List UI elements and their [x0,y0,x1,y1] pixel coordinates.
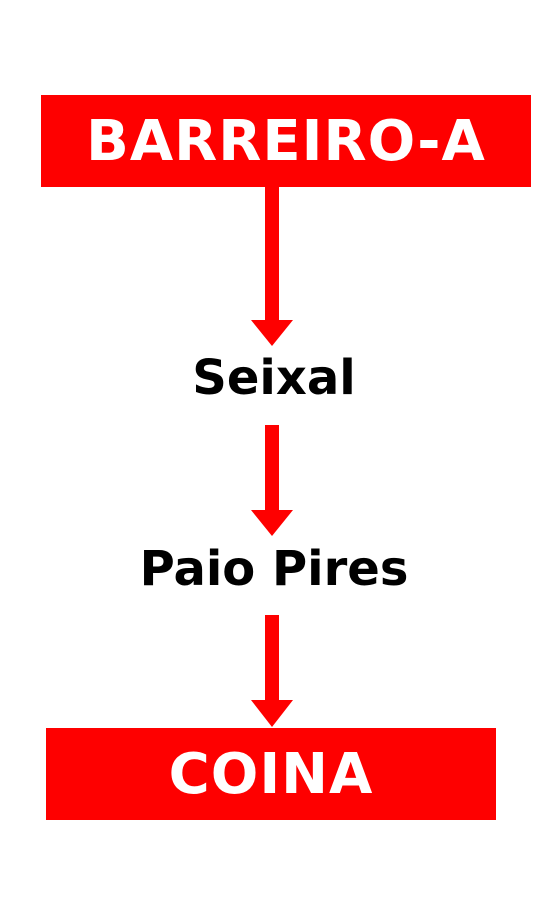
arrow-head [251,700,293,727]
arrow-shaft [265,187,279,322]
start-station-box: BARREIRO-A [41,95,531,187]
end-station-label: COINA [168,741,374,807]
end-station-box: COINA [46,728,496,820]
arrow-start-to-seixal [251,187,293,346]
arrow-head [251,320,293,346]
stop-label-paio-pires: Paio Pires [139,541,409,597]
arrow-head [251,510,293,536]
stop-label-seixal: Seixal [192,350,356,406]
start-station-label: BARREIRO-A [86,108,486,174]
arrow-paio-pires-to-end [251,615,293,727]
arrow-shaft [265,615,279,701]
arrow-seixal-to-paio-pires [251,425,293,536]
arrow-shaft [265,425,279,512]
